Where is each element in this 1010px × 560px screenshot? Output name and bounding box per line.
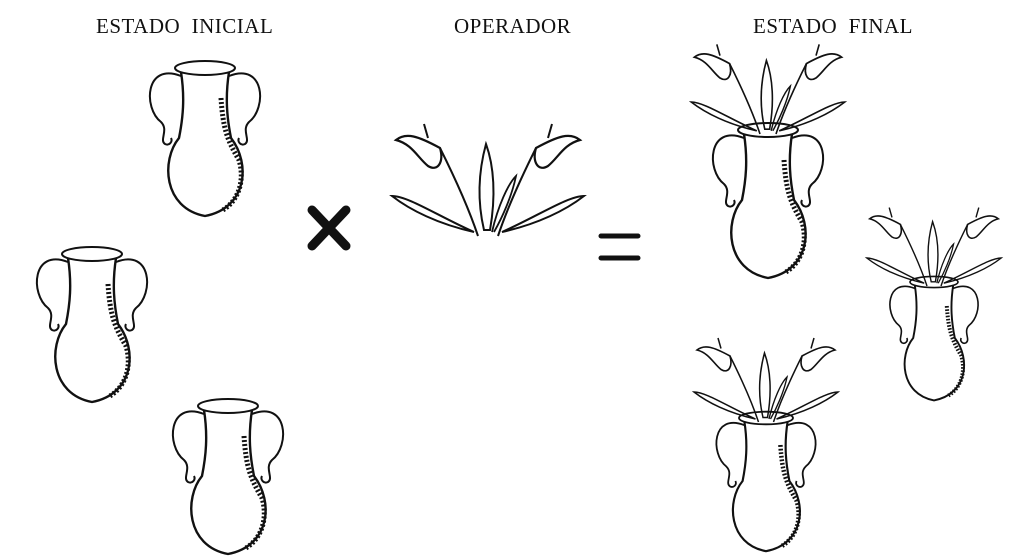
vase-with-flowers-icon — [691, 44, 845, 278]
vase-with-flowers-icon — [694, 338, 838, 551]
calla-lily-icon — [392, 124, 584, 236]
vase-icon — [37, 247, 147, 402]
vase-with-flowers-icon — [867, 208, 1001, 401]
vase-icon — [173, 399, 283, 554]
multiply-icon — [312, 210, 346, 246]
equals-icon — [601, 236, 638, 258]
vase-icon — [150, 61, 260, 216]
